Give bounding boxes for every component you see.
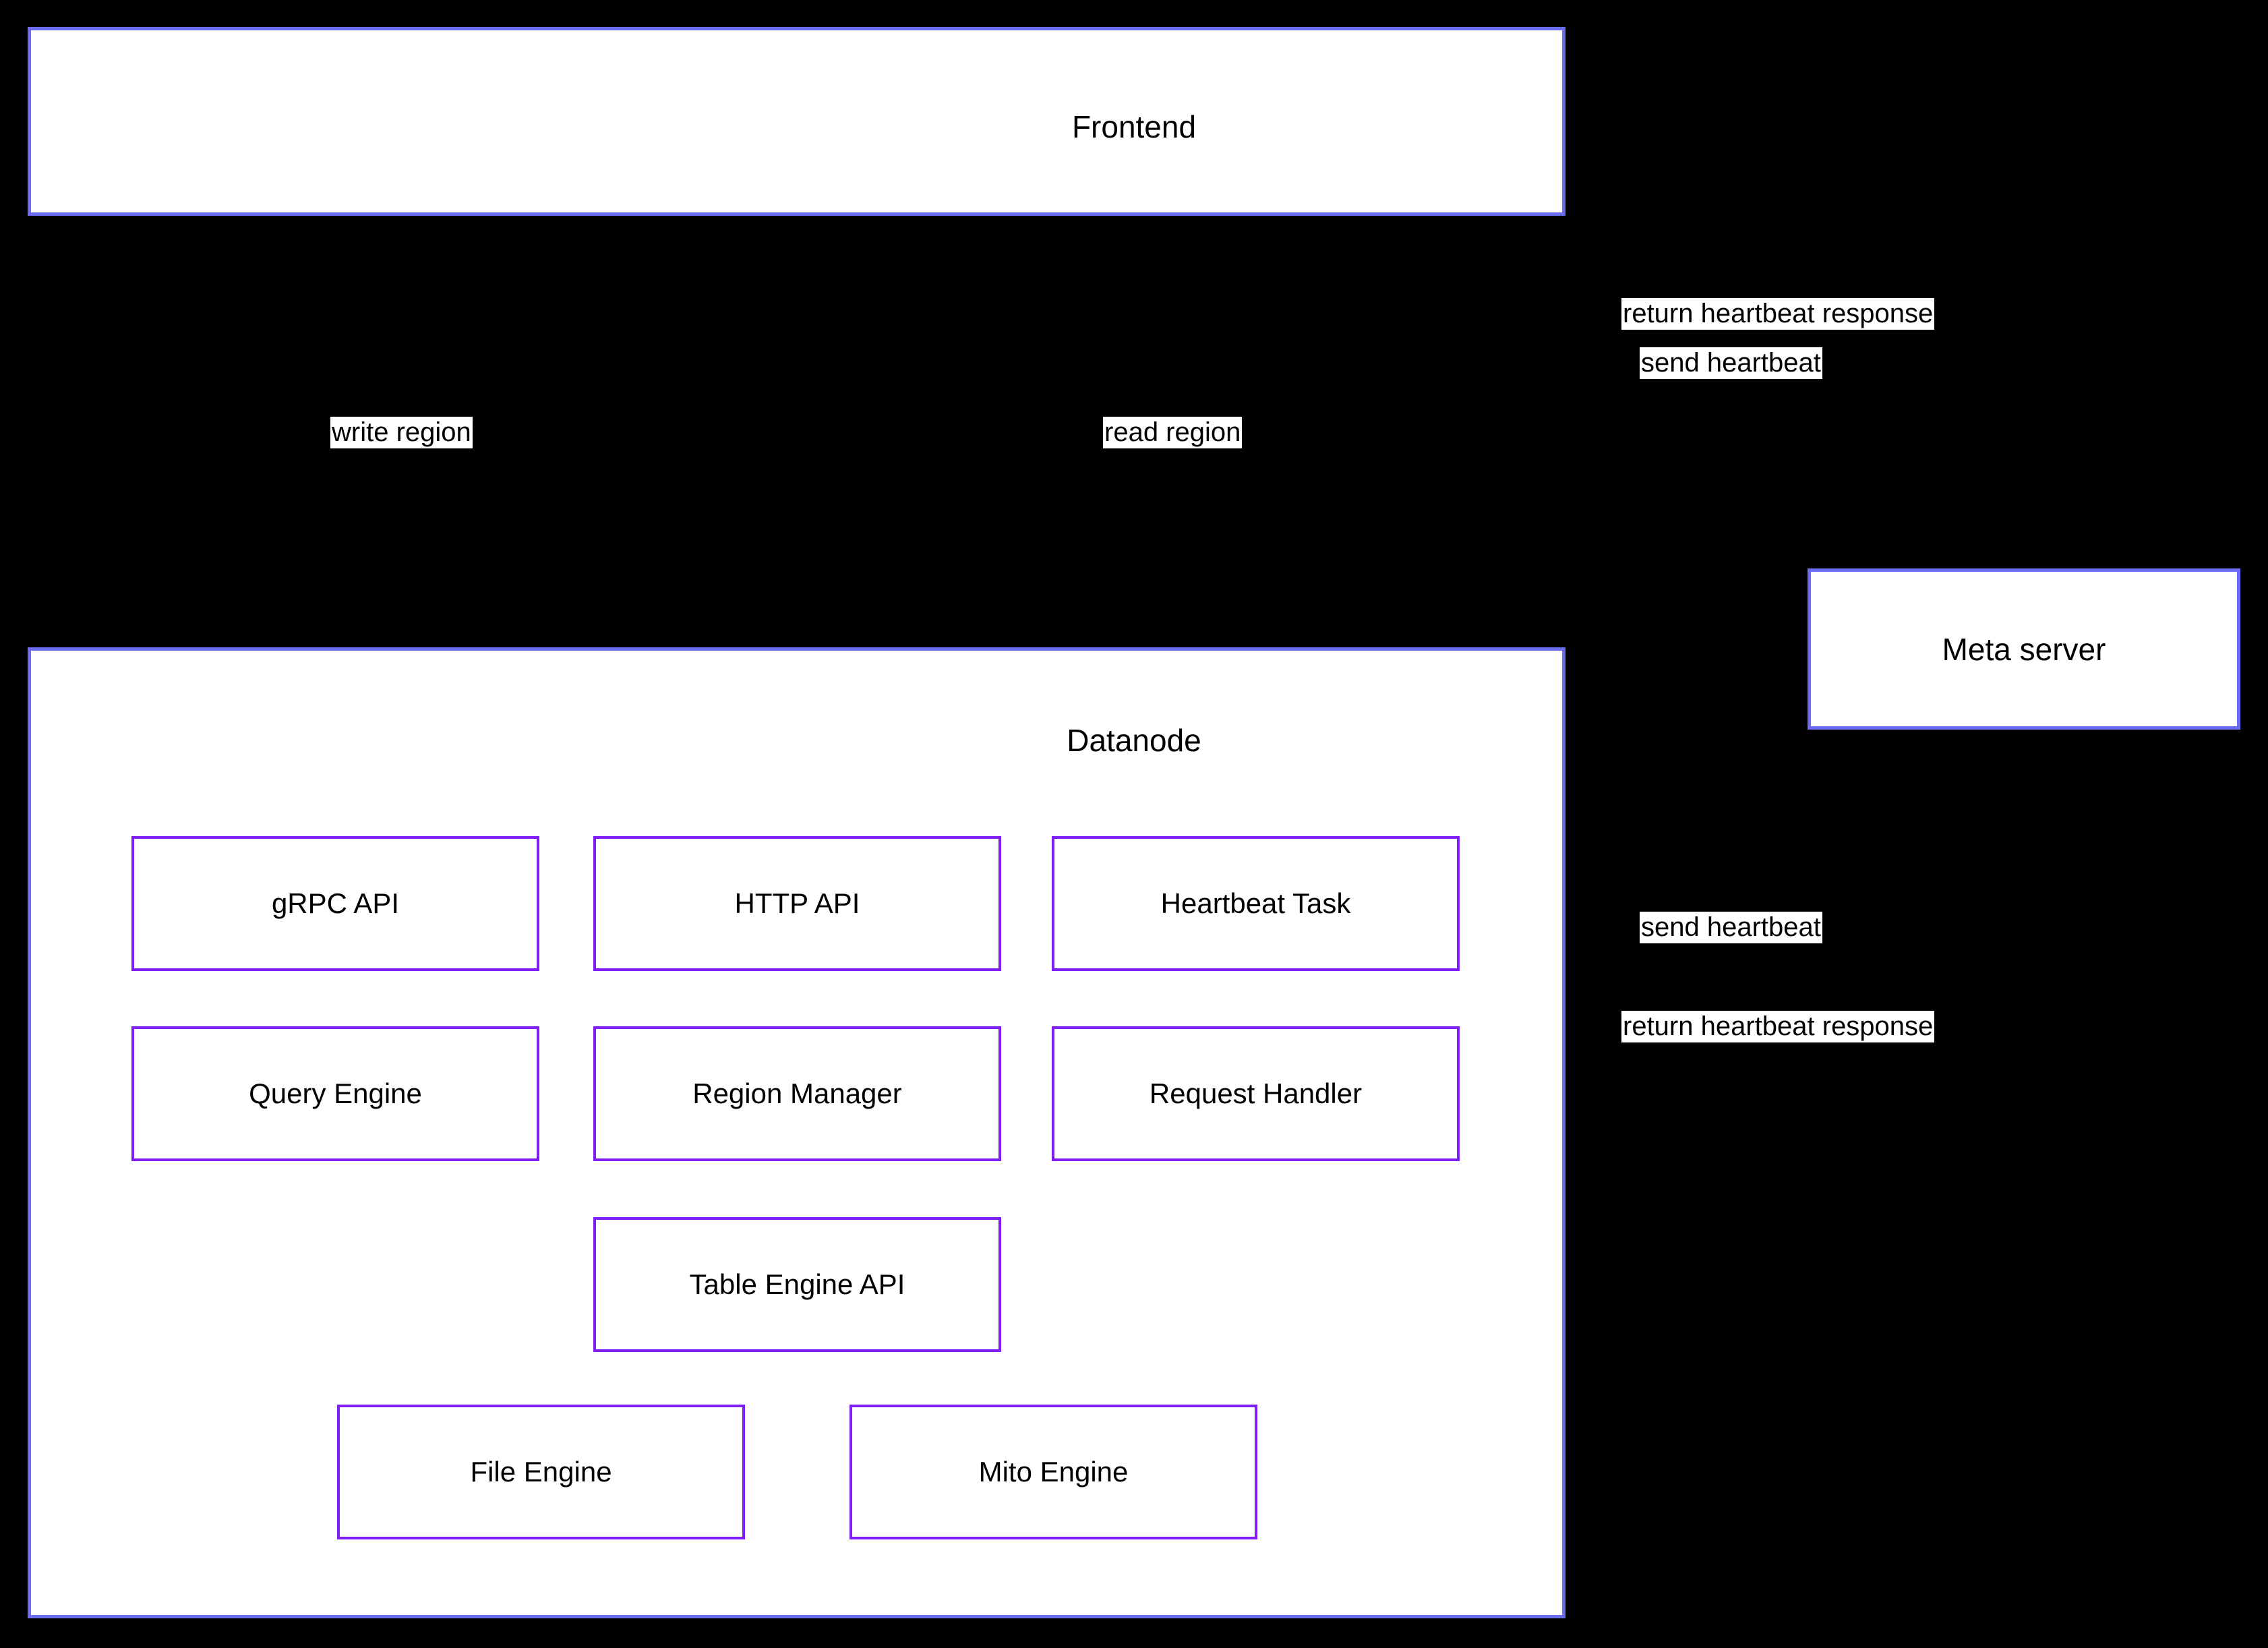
edge-label-send-heartbeat-top: send heartbeat bbox=[1640, 347, 1822, 380]
edge-datanode-heartbeat-send bbox=[1565, 729, 1836, 1053]
module-query-engine-label: Query Engine bbox=[249, 1078, 422, 1109]
module-file-engine-label: File Engine bbox=[470, 1456, 612, 1488]
module-mito-engine[interactable]: Mito Engine bbox=[849, 1405, 1257, 1539]
module-file-engine[interactable]: File Engine bbox=[337, 1405, 745, 1539]
module-region-manager[interactable]: Region Manager bbox=[593, 1026, 1001, 1161]
module-table-engine-api[interactable]: Table Engine API bbox=[593, 1217, 1001, 1352]
module-region-manager-label: Region Manager bbox=[692, 1078, 902, 1109]
module-request-handler[interactable]: Request Handler bbox=[1052, 1026, 1460, 1161]
module-grpc-api-label: gRPC API bbox=[271, 887, 400, 919]
module-heartbeat-task-label: Heartbeat Task bbox=[1160, 887, 1351, 919]
module-http-api[interactable]: HTTP API bbox=[593, 836, 1001, 971]
meta-server-node[interactable] bbox=[1808, 568, 2240, 730]
module-query-engine[interactable]: Query Engine bbox=[131, 1026, 539, 1161]
edge-label-return-heartbeat-response-top: return heartbeat response bbox=[1621, 298, 1935, 330]
edge-label-return-heartbeat-response-bottom: return heartbeat response bbox=[1621, 1011, 1935, 1043]
module-heartbeat-task[interactable]: Heartbeat Task bbox=[1052, 836, 1460, 971]
module-table-engine-api-label: Table Engine API bbox=[689, 1268, 905, 1300]
frontend-label: Frontend bbox=[1071, 109, 1197, 144]
module-grpc-api[interactable]: gRPC API bbox=[131, 836, 539, 971]
edge-label-write-region: write region bbox=[330, 417, 473, 449]
edge-label-read-region: read region bbox=[1103, 417, 1243, 449]
meta-server-label: Meta server bbox=[1942, 632, 2106, 667]
module-request-handler-label: Request Handler bbox=[1149, 1078, 1363, 1109]
edge-label-send-heartbeat-bottom: send heartbeat bbox=[1640, 912, 1822, 944]
module-mito-engine-label: Mito Engine bbox=[978, 1456, 1129, 1488]
frontend-node[interactable] bbox=[28, 27, 1565, 216]
module-http-api-label: HTTP API bbox=[734, 887, 860, 919]
datanode-label: Datanode bbox=[1067, 723, 1201, 758]
